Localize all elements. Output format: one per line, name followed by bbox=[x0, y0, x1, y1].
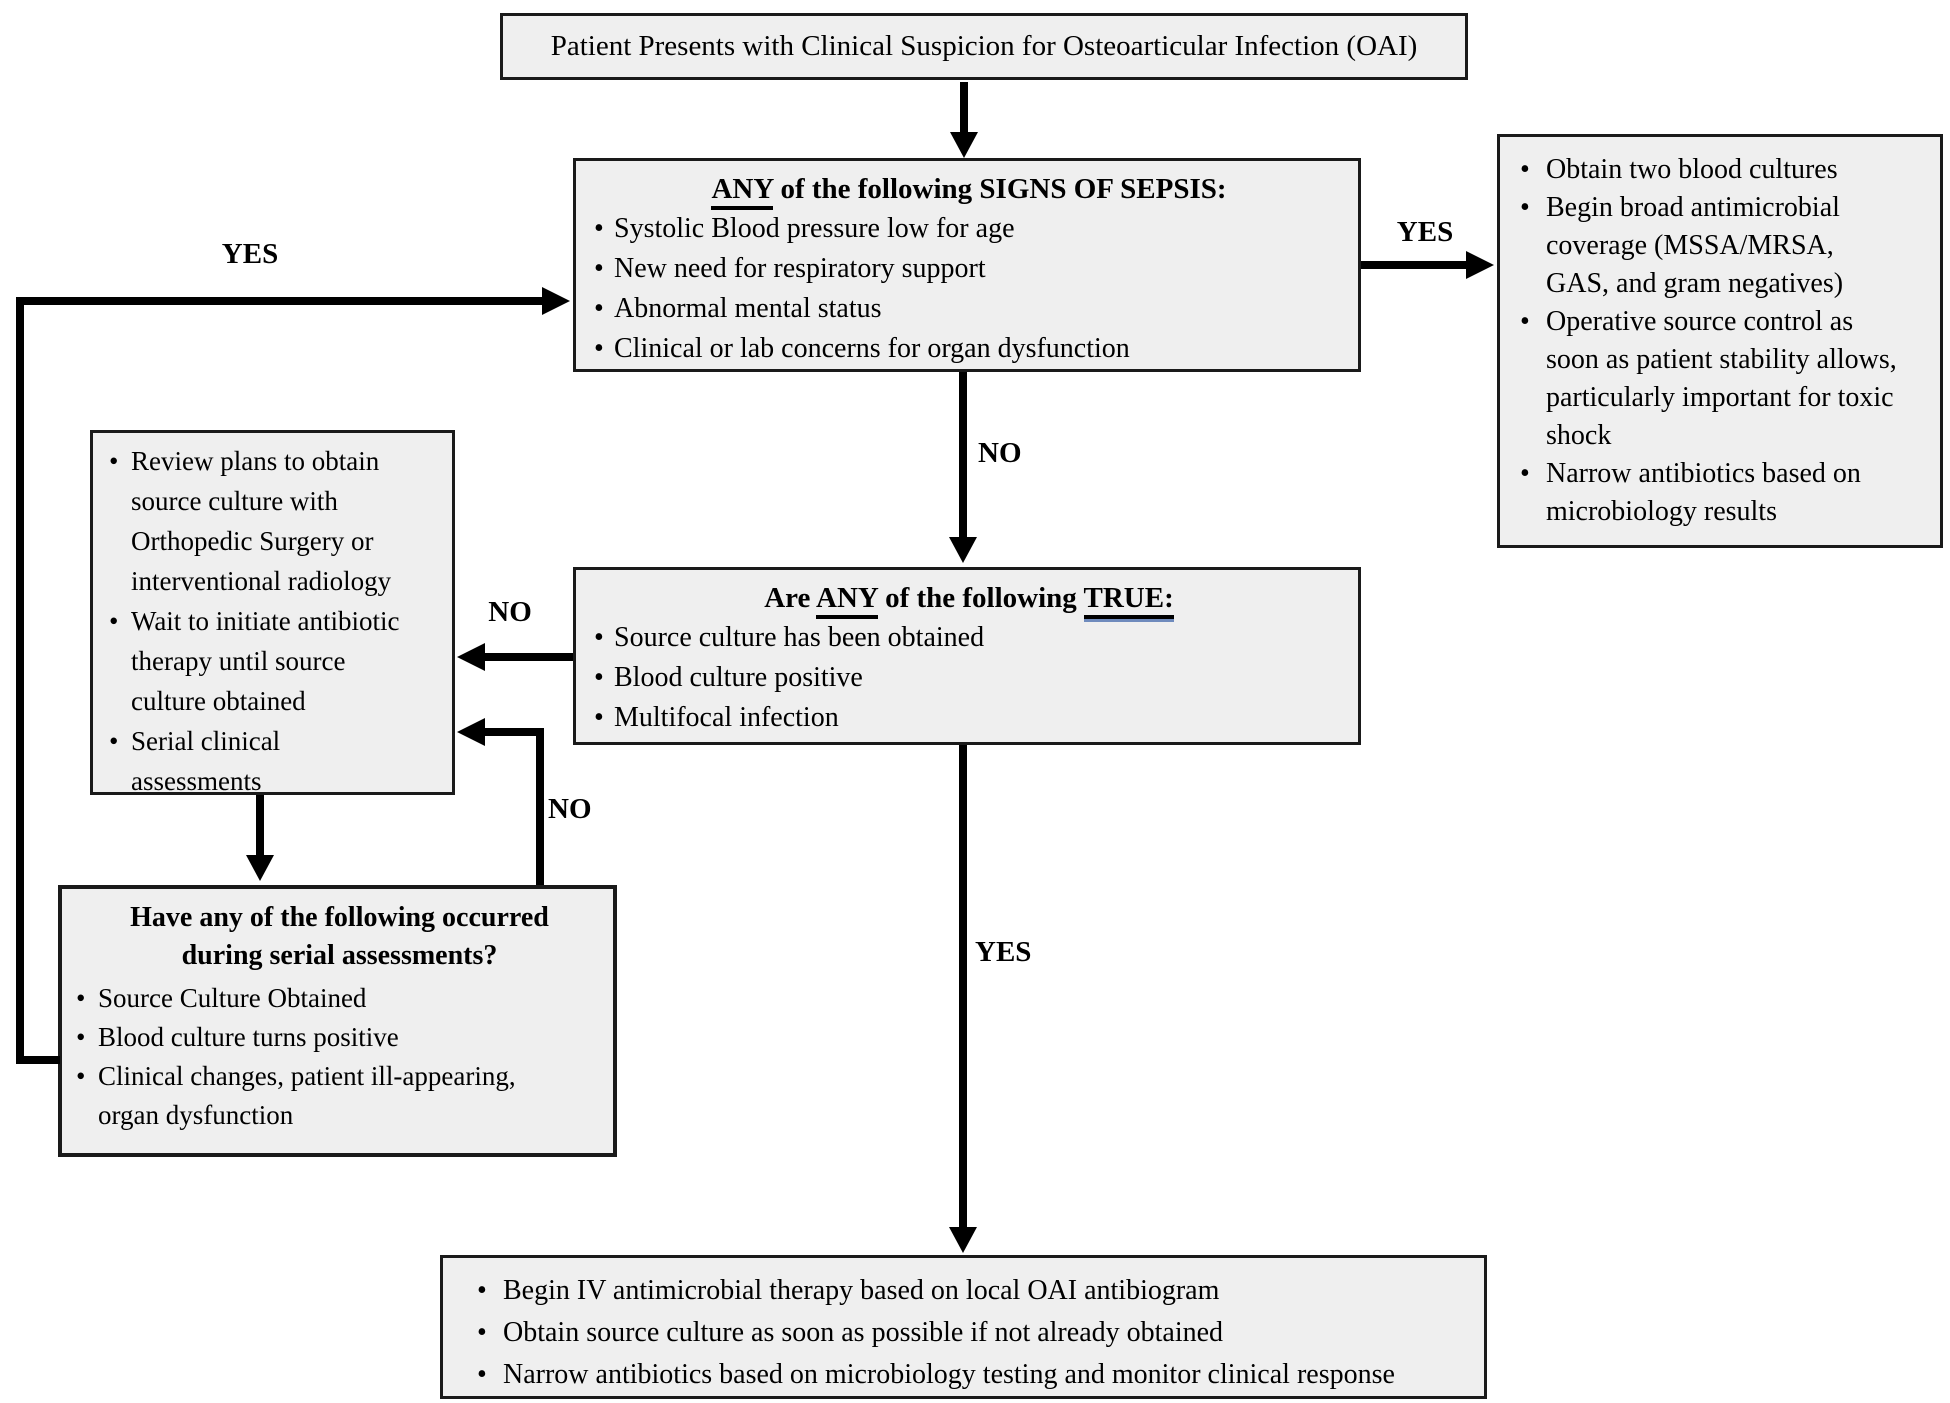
bullet-item: Multifocal infection bbox=[592, 698, 1346, 738]
arrow-head-right-icon bbox=[1466, 251, 1494, 279]
arrow-head-left-icon bbox=[457, 643, 485, 671]
bullet-item: Blood culture positive bbox=[592, 658, 1346, 698]
arrow-line bbox=[959, 372, 967, 539]
serial-title: Have any of the following occurred durin… bbox=[130, 902, 549, 971]
bullet-item: Begin IV antimicrobial therapy based on … bbox=[471, 1270, 1474, 1312]
node-serial-check: Have any of the following occurred durin… bbox=[58, 885, 617, 1157]
node-criteria-check: Are ANY of the following TRUE: Source cu… bbox=[573, 567, 1361, 745]
arrow-head-down-icon bbox=[246, 855, 274, 881]
treatment-bullet-list: Begin IV antimicrobial therapy based on … bbox=[471, 1270, 1474, 1396]
node-sepsis-actions: Obtain two blood cultures Begin broad an… bbox=[1497, 134, 1943, 548]
criteria-title-true: TRUE: bbox=[1083, 582, 1174, 619]
start-text: Patient Presents with Clinical Suspicion… bbox=[550, 30, 1418, 62]
arrow-line bbox=[959, 745, 967, 1229]
arrow-head-down-icon bbox=[950, 132, 978, 158]
bullet-item: Narrow antibiotics based on microbiology… bbox=[1516, 455, 1932, 531]
edge-label-no: NO bbox=[978, 437, 1022, 469]
criteria-bullet-list: Source culture has been obtained Blood c… bbox=[592, 618, 1346, 738]
actions-bullet-list: Obtain two blood cultures Begin broad an… bbox=[1516, 151, 1932, 531]
arrow-line bbox=[483, 728, 544, 736]
sepsis-title: ANY of the following SIGNS OF SEPSIS: bbox=[592, 171, 1346, 210]
arrow-line bbox=[16, 297, 24, 1062]
node-start: Patient Presents with Clinical Suspicion… bbox=[500, 13, 1468, 80]
criteria-title-pre: Are bbox=[764, 582, 817, 614]
bullet-item: Obtain two blood cultures bbox=[1516, 151, 1932, 189]
arrow-head-down-icon bbox=[949, 537, 977, 563]
bullet-item: Source Culture Obtained bbox=[74, 979, 605, 1018]
bullet-item: Clinical or lab concerns for organ dysfu… bbox=[592, 329, 1346, 369]
arrow-line bbox=[483, 653, 573, 661]
edge-label-yes: YES bbox=[975, 936, 1032, 968]
node-treatment: Begin IV antimicrobial therapy based on … bbox=[440, 1255, 1487, 1399]
bullet-item: Operative source control as soon as pati… bbox=[1516, 303, 1932, 455]
node-sepsis-check: ANY of the following SIGNS OF SEPSIS: Sy… bbox=[573, 158, 1361, 372]
arrow-head-left-icon bbox=[457, 718, 485, 746]
bullet-item: Source culture has been obtained bbox=[592, 618, 1346, 658]
arrow-line bbox=[1361, 261, 1468, 269]
arrow-line bbox=[16, 297, 542, 305]
arrow-head-right-icon bbox=[542, 287, 570, 315]
sepsis-title-any: ANY bbox=[711, 173, 774, 210]
sepsis-title-rest: of the following SIGNS OF SEPSIS: bbox=[773, 173, 1227, 205]
arrow-line bbox=[256, 795, 264, 857]
edge-label-yes: YES bbox=[221, 238, 279, 270]
criteria-title-any: ANY bbox=[816, 582, 878, 619]
bullet-item: Clinical changes, patient ill-appearing,… bbox=[74, 1057, 605, 1135]
node-wait-for-source: Review plans to obtain source culture wi… bbox=[90, 430, 455, 796]
bullet-item: Obtain source culture as soon as possibl… bbox=[471, 1312, 1474, 1354]
arrow-line bbox=[960, 82, 968, 134]
bullet-item: Review plans to obtain source culture wi… bbox=[107, 441, 448, 601]
bullet-item: Begin broad antimicrobial coverage (MSSA… bbox=[1516, 189, 1932, 303]
bullet-item: New need for respiratory support bbox=[592, 249, 1346, 289]
criteria-title: Are ANY of the following TRUE: bbox=[592, 580, 1346, 619]
bullet-item: Serial clinical assessments bbox=[107, 721, 448, 801]
bullet-item: Abnormal mental status bbox=[592, 289, 1346, 329]
bullet-item: Blood culture turns positive bbox=[74, 1018, 605, 1057]
arrow-head-down-icon bbox=[949, 1227, 977, 1253]
edge-label-yes: YES bbox=[1396, 216, 1454, 248]
criteria-title-mid: of the following bbox=[877, 582, 1084, 614]
edge-label-no: NO bbox=[548, 793, 592, 825]
bullet-item: Systolic Blood pressure low for age bbox=[592, 209, 1346, 249]
arrow-line bbox=[16, 1056, 60, 1064]
arrow-line bbox=[536, 728, 544, 885]
edge-label-no: NO bbox=[488, 596, 532, 628]
sepsis-bullet-list: Systolic Blood pressure low for age New … bbox=[592, 209, 1346, 369]
bullet-item: Wait to initiate antibiotic therapy unti… bbox=[107, 601, 448, 721]
serial-bullet-list: Source Culture Obtained Blood culture tu… bbox=[74, 979, 605, 1135]
bullet-item: Narrow antibiotics based on microbiology… bbox=[471, 1354, 1474, 1396]
wait-bullet-list: Review plans to obtain source culture wi… bbox=[107, 441, 448, 801]
